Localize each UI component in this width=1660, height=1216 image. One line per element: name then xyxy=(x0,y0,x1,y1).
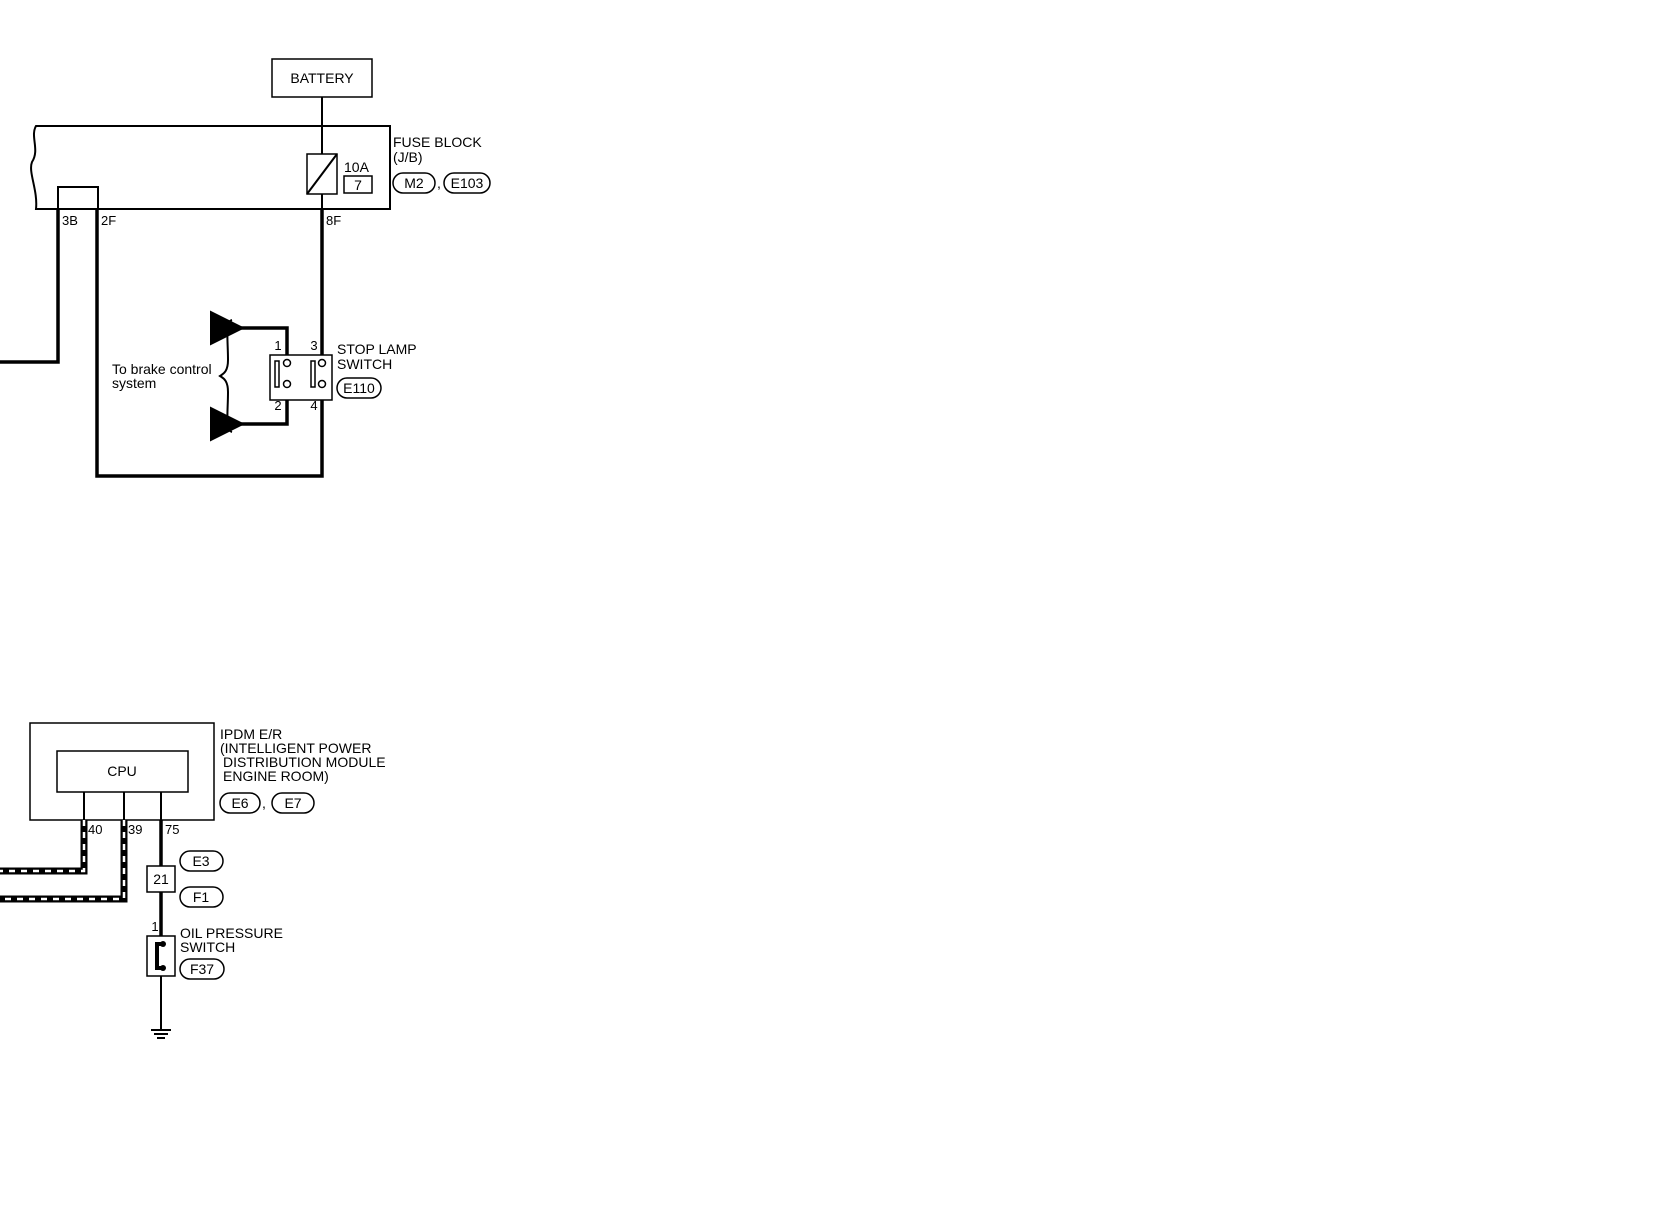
stop-switch-pin-3: 3 xyxy=(310,338,317,353)
connector-badge-e3 xyxy=(179,850,224,872)
ipdm-title-line4: ENGINE ROOM) xyxy=(223,768,329,784)
stop-lamp-switch xyxy=(269,354,333,401)
cpu-box xyxy=(56,750,189,793)
connector-badge-e103 xyxy=(443,172,491,194)
oil-switch-title: OIL PRESSURE xyxy=(180,925,283,941)
ipdm-title-line3: DISTRIBUTION MODULE xyxy=(223,754,386,770)
ipdm-module: CPU xyxy=(29,722,215,821)
pin-75: 75 xyxy=(165,822,179,837)
pin-8f: 8F xyxy=(326,213,341,228)
fuse-number: 7 xyxy=(354,177,362,193)
pin-2f: 2F xyxy=(101,213,116,228)
fuse-block-connectors: M2 , E103 xyxy=(392,172,491,194)
connector-badge-e110 xyxy=(336,377,382,399)
joint-connector-21: 21 xyxy=(146,865,176,893)
connector-badge-f1 xyxy=(179,886,224,908)
cpu-label: CPU xyxy=(107,763,137,779)
brace xyxy=(218,319,233,433)
stop-switch-pin-4: 4 xyxy=(310,398,317,413)
connector-f37-label: F37 xyxy=(190,961,214,977)
fuse-block-subtitle: (J/B) xyxy=(393,149,423,165)
connector-e103-label: E103 xyxy=(451,175,484,191)
wire-2f-loop xyxy=(95,209,324,478)
fuse-number-box xyxy=(343,175,373,194)
connector-separator: , xyxy=(437,175,441,191)
battery: BATTERY xyxy=(271,58,373,98)
fuse-block: 10A 7 xyxy=(30,125,391,210)
connector-badge-f37 xyxy=(179,958,225,980)
pin-40: 40 xyxy=(88,822,102,837)
can-wires xyxy=(0,820,128,903)
stop-lamp-switch-title: STOP LAMP xyxy=(337,341,417,357)
connector-m2-label: M2 xyxy=(404,175,424,191)
connector-f1-label: F1 xyxy=(193,889,210,905)
connector-badge-e6 xyxy=(219,792,261,814)
fuse-rating: 10A xyxy=(344,159,370,175)
stop-lamp-switch-subtitle: SWITCH xyxy=(337,356,392,372)
ground-icon xyxy=(151,1029,171,1039)
stop-switch-pin-2: 2 xyxy=(274,398,281,413)
oil-switch-subtitle: SWITCH xyxy=(180,939,235,955)
ipdm-title-line2: (INTELLIGENT POWER xyxy=(220,740,371,756)
battery-label: BATTERY xyxy=(290,70,354,86)
ipdm-title-line1: IPDM E/R xyxy=(220,726,282,742)
pin-3b: 3B xyxy=(62,213,78,228)
connector-e110-label: E110 xyxy=(343,380,375,396)
connector-e3-label: E3 xyxy=(192,853,209,869)
brake-note-line1: To brake control xyxy=(112,361,212,377)
wire-pin1-arrow xyxy=(210,310,289,355)
connector-badge-e7 xyxy=(271,792,315,814)
fuse-10a xyxy=(306,153,338,195)
wire-3b xyxy=(0,209,60,364)
wire-pin2-arrow xyxy=(210,400,289,442)
connector-e6-label: E6 xyxy=(231,795,248,811)
connector-badge-m2 xyxy=(392,172,436,194)
stop-switch-pin-1: 1 xyxy=(274,338,281,353)
connector-separator-2: , xyxy=(262,795,266,811)
ipdm-connectors: E6 , E7 xyxy=(219,792,315,814)
oil-switch-pin-1: 1 xyxy=(151,919,158,934)
joint-pin-21: 21 xyxy=(153,871,169,887)
oil-pressure-switch xyxy=(146,935,176,977)
brake-note-line2: system xyxy=(112,375,156,391)
fuse-block-title: FUSE BLOCK xyxy=(393,134,482,150)
connector-e7-label: E7 xyxy=(284,795,301,811)
pin-39: 39 xyxy=(128,822,142,837)
